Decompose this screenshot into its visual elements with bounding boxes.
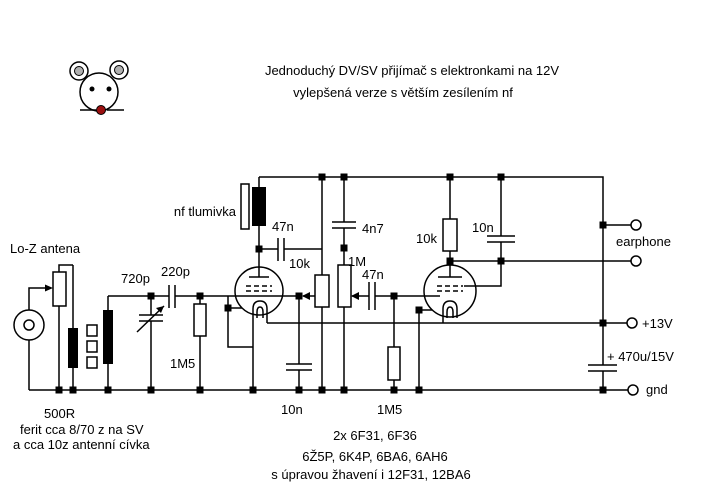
- wires: [28, 176, 631, 391]
- mouse-eye-right: [106, 86, 112, 92]
- antenna-label: Lo-Z antena: [10, 241, 81, 256]
- plus13v-label: +13V: [642, 316, 673, 331]
- cap470u-label: + 470u/15V: [607, 349, 674, 364]
- pot1m-label: 1M: [348, 254, 366, 269]
- junction-dots: [55, 173, 607, 394]
- wire-tube2-grid-right: [464, 261, 502, 287]
- pot500r-wiper-arrow: [45, 284, 53, 292]
- cap10n-bottom-label: 10n: [281, 402, 303, 417]
- antenna-coil: [68, 328, 78, 368]
- tube-2-cathode-inner: [446, 306, 454, 318]
- note-tubes-3: s úpravou žhavení i 12F31, 12BA6: [271, 467, 470, 482]
- ferrite-core-2: [86, 340, 98, 353]
- mouse-eye-left: [89, 86, 95, 92]
- choke-winding: [252, 187, 266, 226]
- cap4n7-label: 4n7: [362, 221, 384, 236]
- mouse-nose: [96, 105, 106, 115]
- mouse-logo: [69, 60, 129, 115]
- terminals: [626, 219, 642, 396]
- cap220p-label: 220p: [161, 264, 190, 279]
- pot1m-wiper-arrow: [351, 292, 359, 300]
- wire-pot500-top: [58, 264, 73, 272]
- component-bodies: [13, 183, 458, 381]
- tube-1-cathode-outer: [252, 300, 268, 318]
- mouse-ear-right-inner: [114, 65, 124, 75]
- earphone-terminal-1: [630, 219, 642, 231]
- res1m5-2-label: 1M5: [377, 402, 402, 417]
- text-labels: Jednoduchý DV/SV přijímač s elektronkami…: [10, 63, 674, 482]
- antenna-jack-pin: [23, 319, 35, 331]
- earphone-label: earphone: [616, 234, 671, 249]
- note-antenna-1: ferit cca 8/70 z na SV: [20, 422, 144, 437]
- earphone-terminal-2: [630, 255, 642, 267]
- cap10n-top-label: 10n: [472, 220, 494, 235]
- ferrite-core-1: [86, 324, 98, 337]
- res-10k-body: [442, 218, 458, 252]
- pot10k-label: 10k: [289, 256, 310, 271]
- choke-core: [240, 183, 250, 230]
- pot-500r-body: [52, 271, 67, 307]
- pot-1m-body: [337, 264, 352, 308]
- tube-2-cathode-outer: [442, 300, 458, 318]
- varcap-arrow-head: [156, 306, 164, 313]
- cap720p-label: 720p: [121, 271, 150, 286]
- note-tubes-1: 2x 6F31, 6F36: [333, 428, 417, 443]
- pot-10k-body: [314, 274, 330, 308]
- wire-top-rail: [259, 176, 604, 365]
- title-line2: vylepšená verze s větším zesílením nf: [293, 85, 513, 100]
- res1m5-1-label: 1M5: [170, 356, 195, 371]
- gnd-label: gnd: [646, 382, 668, 397]
- note-tubes-2: 6Ž5P, 6K4P, 6BA6, 6AH6: [302, 449, 448, 464]
- cap47n-2-label: 47n: [362, 267, 384, 282]
- tuning-coil: [103, 310, 113, 364]
- res10k-label: 10k: [416, 231, 437, 246]
- wire-antenna-wiper: [28, 287, 51, 310]
- ferrite-core-3: [86, 356, 98, 369]
- gnd-terminal: [627, 384, 639, 396]
- mouse-head: [79, 72, 119, 112]
- mouse-ear-left-inner: [74, 66, 84, 76]
- cap47n-1-label: 47n: [272, 219, 294, 234]
- note-antenna-2: a cca 10z antenní cívka: [13, 437, 150, 452]
- tube-1-cathode-inner: [256, 306, 264, 318]
- plus13v-terminal: [626, 317, 638, 329]
- pot500r-label: 500R: [44, 406, 75, 421]
- res-1m5-1-body: [193, 303, 207, 337]
- choke-label: nf tlumivka: [174, 204, 237, 219]
- pot10k-wiper-arrow: [302, 292, 310, 300]
- title-line1: Jednoduchý DV/SV přijímač s elektronkami…: [265, 63, 559, 78]
- res-1m5-2-body: [387, 346, 401, 381]
- wire-tube1-cathode-return: [227, 296, 253, 348]
